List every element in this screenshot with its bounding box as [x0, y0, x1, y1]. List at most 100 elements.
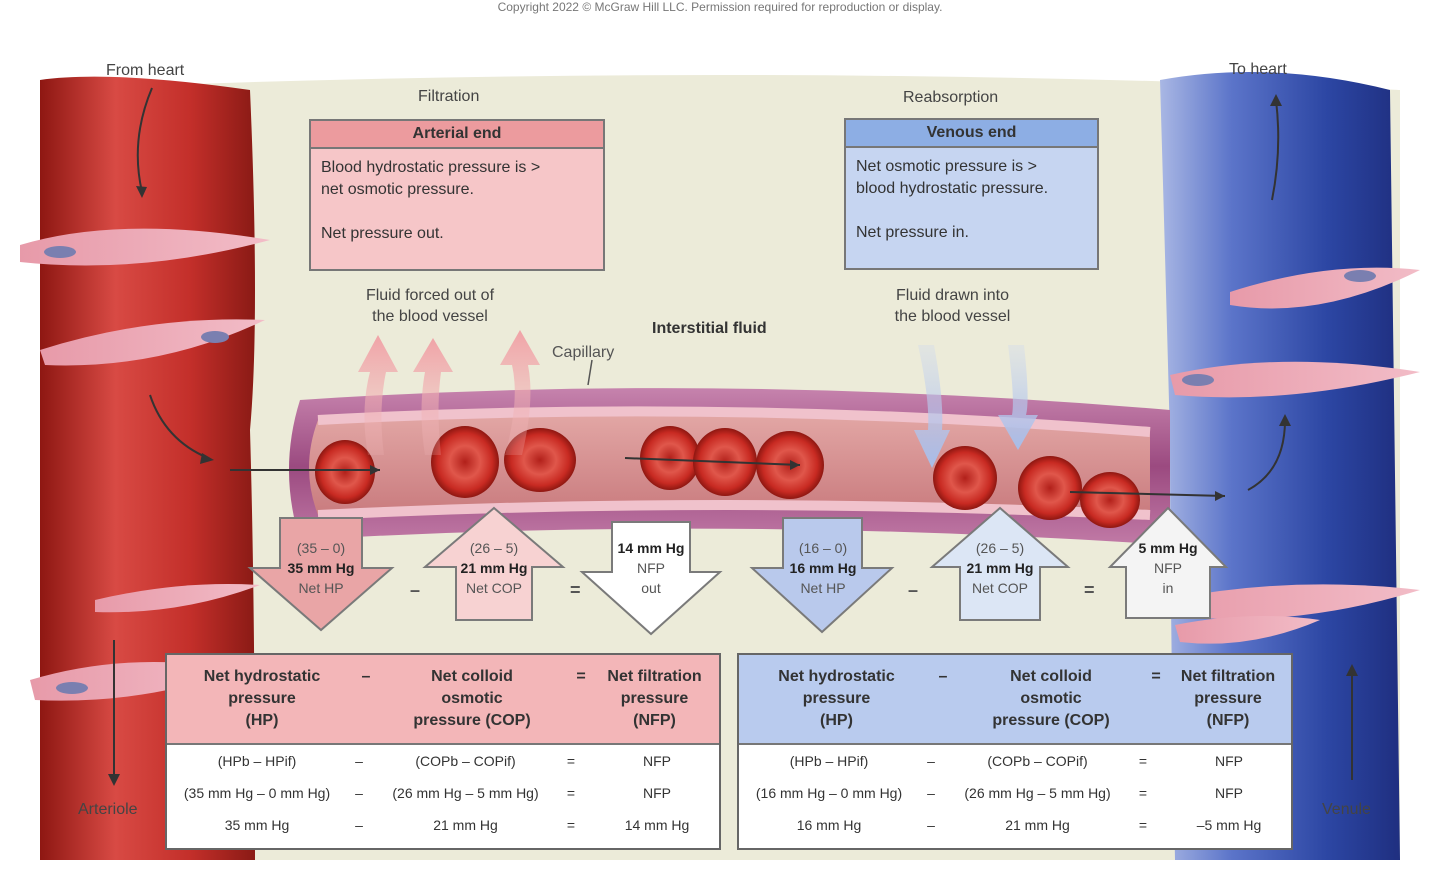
arterial-calc-cell: (26 mm Hg – 5 mm Hg) — [392, 785, 539, 801]
arterial-calc-cell: 14 mm Hg — [624, 817, 690, 833]
venous-calc-cell: = — [1138, 785, 1148, 801]
copyright-notice: Copyright 2022 © McGraw Hill LLC. Permis… — [497, 0, 943, 14]
arterial-end-box: Arterial end Blood hydrostatic pressure … — [309, 119, 605, 271]
blood-flow-arrowheads — [108, 94, 1358, 786]
pressure-arrow-shapes — [247, 506, 1229, 636]
venous-hp-arrow-label: (16 – 0) 16 mm Hg Net HP — [768, 538, 878, 598]
arterial-calc-cell: 21 mm Hg — [433, 817, 498, 833]
fluid-in-arrows — [914, 345, 1038, 468]
cop-header: Net colloid osmotic pressure (COP) — [413, 668, 531, 729]
arterial-cop-name: Net COP — [465, 580, 522, 596]
to-heart-label: To heart — [1229, 61, 1287, 78]
header-minus: – — [938, 668, 948, 685]
venous-line-2: blood hydrostatic pressure. — [856, 180, 1049, 197]
hp-header: Net hydrostatic pressure (HP) — [203, 668, 321, 729]
venule-smooth-muscle-cells — [1165, 267, 1420, 644]
capillary — [230, 388, 1226, 545]
arterial-calc-cell: (HPb – HPif) — [217, 753, 297, 769]
venous-calculation-table: Net hydrostatic pressure (HP) – Net coll… — [737, 653, 1293, 850]
interstitial-fluid-label: Interstitial fluid — [652, 320, 767, 337]
arterial-calc-row: (HPb – HPif) – (COPb – COPif) = NFP — [167, 753, 719, 779]
venous-calc-header: Net hydrostatic pressure (HP) – Net coll… — [739, 655, 1291, 745]
venous-nfp-name: NFP — [1154, 560, 1182, 576]
venous-calc-cell: (HPb – HPif) — [789, 753, 869, 769]
arterial-nfp-value: 14 mm Hg — [617, 540, 685, 556]
arterial-nfp-name: NFP — [637, 560, 665, 576]
cop-header: Net colloid osmotic pressure (COP) — [992, 668, 1110, 729]
reabsorption-label: Reabsorption — [903, 89, 999, 106]
venous-hp-expr: (16 – 0) — [798, 540, 848, 556]
arterial-calc-cell: – — [355, 753, 363, 769]
venous-calc-cell: NFP — [1215, 753, 1243, 769]
header-equals: = — [576, 668, 586, 685]
venous-equals-operator: = — [1084, 580, 1095, 600]
arterial-calc-row: (35 mm Hg – 0 mm Hg) – (26 mm Hg – 5 mm Hg… — [167, 785, 719, 811]
venous-cop-arrow-label: (26 – 5) 21 mm Hg Net COP — [946, 538, 1054, 598]
arterial-cop-value: 21 mm Hg — [460, 560, 528, 576]
venous-nfp-dir: in — [1162, 580, 1174, 596]
arterial-calc-header: Net hydrostatic pressure (HP) – Net coll… — [167, 655, 719, 745]
venous-hp-name: Net HP — [800, 580, 846, 596]
nfp-header: Net filtration pressure (NFP) — [1180, 668, 1276, 729]
venous-calc-row: (HPb – HPif) – (COPb – COPif) = NFP — [739, 753, 1291, 779]
venous-calc-cell: 21 mm Hg — [1005, 817, 1070, 833]
venous-calc-cell: – — [927, 753, 935, 769]
venous-nfp-arrow-label: 5 mm Hg NFP in — [1118, 538, 1218, 598]
fluid-in-note: Fluid drawn into the blood vessel — [894, 287, 1011, 325]
arterial-calc-cell: 35 mm Hg — [224, 817, 290, 833]
nfp-header: Net filtration pressure (NFP) — [607, 668, 702, 729]
arterial-line-3: Net pressure out. — [321, 225, 444, 242]
capillary-label: Capillary — [552, 344, 615, 361]
fluid-out-arrows — [358, 330, 540, 455]
arterial-calc-cell: = — [566, 785, 576, 801]
venous-calc-cell: (16 mm Hg – 0 mm Hg) — [755, 785, 903, 801]
arterial-calculation-table: Net hydrostatic pressure (HP) – Net coll… — [165, 653, 721, 850]
arterial-calc-cell: NFP — [643, 785, 671, 801]
venous-calc-cell: NFP — [1215, 785, 1243, 801]
arterial-calc-cell: NFP — [643, 753, 671, 769]
hp-header: Net hydrostatic pressure (HP) — [778, 668, 895, 729]
arterial-hp-expr: (35 – 0) — [296, 540, 346, 556]
venous-hp-value: 16 mm Hg — [789, 560, 857, 576]
blood-flow-arrows — [113, 87, 1353, 780]
arterial-calc-cell: = — [566, 817, 576, 833]
venous-cop-expr: (26 – 5) — [975, 540, 1025, 556]
arterial-hp-arrow-label: (35 – 0) 35 mm Hg Net HP — [266, 538, 376, 598]
venous-calc-cell: – — [927, 817, 935, 833]
venous-minus-operator: – — [908, 580, 919, 600]
arterial-calc-cell: – — [355, 785, 363, 801]
venous-calc-cell: = — [1138, 817, 1148, 833]
arterial-calc-cell: = — [566, 753, 576, 769]
arterial-cop-arrow-label: (26 – 5) 21 mm Hg Net COP — [440, 538, 548, 598]
arterial-cop-expr: (26 – 5) — [469, 540, 519, 556]
arterial-line-2: net osmotic pressure. — [321, 181, 474, 198]
venous-line-1: Net osmotic pressure is > — [856, 158, 1037, 175]
venous-line-3: Net pressure in. — [856, 224, 969, 241]
venous-calc-cell: (COPb – COPif) — [987, 753, 1088, 769]
venous-calc-cell: (26 mm Hg – 5 mm Hg) — [964, 785, 1111, 801]
venous-calc-row: (16 mm Hg – 0 mm Hg) – (26 mm Hg – 5 mm Hg… — [739, 785, 1291, 811]
venous-end-title: Venous end — [846, 120, 1097, 148]
arterial-hp-value: 35 mm Hg — [287, 560, 355, 576]
venous-nfp-value: 5 mm Hg — [1138, 540, 1198, 556]
venous-end-box: Venous end Net osmotic pressure is > blo… — [844, 118, 1099, 270]
arterial-calc-row: 35 mm Hg – 21 mm Hg = 14 mm Hg — [167, 817, 719, 843]
arterial-calc-cell: – — [355, 817, 363, 833]
arterial-equals-operator: = — [570, 580, 581, 600]
arterial-calc-cell: (COPb – COPif) — [415, 753, 516, 769]
arterial-hp-name: Net HP — [298, 580, 344, 596]
arteriole-label: Arteriole — [78, 801, 138, 818]
arterial-calc-cell: (35 mm Hg – 0 mm Hg) — [183, 785, 331, 801]
from-heart-label: From heart — [106, 62, 185, 79]
venous-calc-cell: – — [927, 785, 935, 801]
arterial-line-1: Blood hydrostatic pressure is > — [321, 159, 541, 176]
filtration-label: Filtration — [418, 88, 480, 105]
header-equals: = — [1151, 668, 1161, 685]
venous-cop-name: Net COP — [971, 580, 1028, 596]
fluid-out-note: Fluid forced out of the blood vessel — [365, 287, 495, 325]
venous-calc-cell: 16 mm Hg — [796, 817, 862, 833]
venous-calc-cell: = — [1138, 753, 1148, 769]
arterial-minus-operator: – — [410, 580, 421, 600]
red-blood-cells — [315, 426, 1140, 528]
capillary-leader-line — [587, 359, 593, 386]
